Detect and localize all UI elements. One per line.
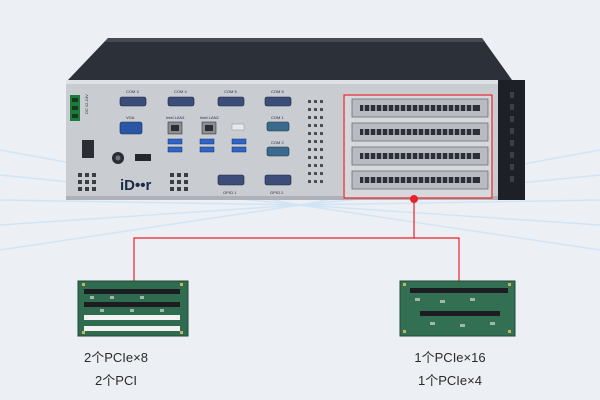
right-riser-card — [399, 280, 516, 337]
com3-label: COM 3 — [126, 89, 139, 94]
chassis-top — [68, 38, 512, 80]
dc-label: DC 12-24V — [84, 94, 89, 114]
left-caption-line-2: 2个PCI — [95, 373, 137, 388]
gpio-ports — [217, 174, 292, 186]
gpio1-label: GPIO 1 — [223, 190, 237, 195]
lan1-label: Intel LAN1 — [166, 115, 185, 120]
com5-label: COM 5 — [224, 89, 237, 94]
callout-lines — [133, 199, 460, 285]
com-ports-right — [266, 121, 290, 157]
vent-left — [78, 173, 188, 191]
com2-label: COM 2 — [271, 140, 284, 145]
left-caption-line-1: 2个PCIe×8 — [84, 350, 148, 365]
vga-port — [119, 121, 143, 135]
hdmi-port — [135, 154, 151, 161]
expansion-slots — [351, 98, 489, 190]
power-switch — [82, 140, 94, 158]
left-riser-card — [77, 280, 189, 337]
lan-ports — [167, 121, 217, 135]
lan2-label: Intel LAN2 — [200, 115, 219, 120]
com4-label: COM 4 — [174, 89, 187, 94]
com-ports-top — [119, 96, 292, 107]
right-caption-line-1: 1个PCIe×16 — [414, 350, 486, 365]
left-card-caption: 2个PCIe×8 2个PCI — [46, 346, 186, 392]
usb-ports — [167, 138, 247, 153]
reset-slot — [231, 123, 245, 131]
vga-label: VGA — [126, 115, 135, 120]
right-card-caption: 1个PCIe×16 1个PCIe×4 — [380, 346, 520, 392]
slot-highlight-box — [343, 94, 493, 199]
right-caption-line-2: 1个PCIe×4 — [418, 373, 482, 388]
com1-label: COM 1 — [271, 115, 284, 120]
vent-middle — [308, 100, 323, 183]
brand-logo: iD••r — [120, 177, 152, 194]
gpio2-label: GPIO 2 — [270, 190, 284, 195]
com6-label: COM 6 — [271, 89, 284, 94]
